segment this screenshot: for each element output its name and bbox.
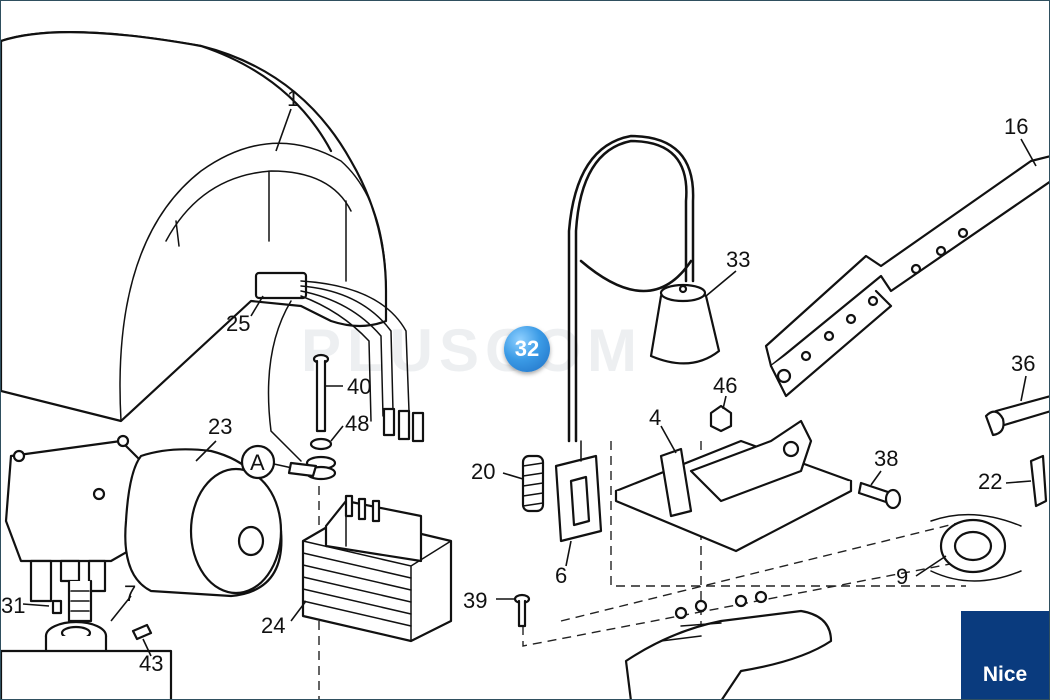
label-31: 31	[1, 593, 25, 618]
transformer-part	[301, 494, 453, 643]
bracket-22-part	[1029, 454, 1048, 508]
label-4: 4	[649, 405, 661, 430]
bolt-36-part	[984, 395, 1049, 437]
label-40: 40	[347, 374, 371, 399]
cap-part	[649, 283, 721, 365]
callout-a: A	[240, 444, 318, 480]
label-7: 7	[124, 581, 136, 606]
motor-cover-part	[1, 31, 388, 423]
label-24: 24	[261, 613, 285, 638]
label-36: 36	[1011, 351, 1035, 376]
part-labels: 1 16 33 25 40 48 46 4 36 23 38 20 22 24 …	[1, 86, 1035, 676]
base-4-part	[614, 419, 853, 553]
highlighted-part-32-badge[interactable]: 32	[504, 326, 550, 372]
screw-38-part	[857, 481, 902, 510]
label-22: 22	[978, 469, 1002, 494]
label-43: 43	[139, 651, 163, 676]
label-9: 9	[896, 564, 908, 589]
leader-lines	[22, 108, 1037, 657]
nut-46-part	[709, 404, 733, 433]
screw-39-part	[513, 593, 531, 628]
watermark-text: PLUSCOM	[301, 317, 643, 384]
gearmotor-part	[4, 434, 283, 623]
label-1: 1	[287, 86, 299, 111]
screw-43-part	[131, 623, 153, 641]
label-46: 46	[713, 373, 737, 398]
label-39: 39	[463, 588, 487, 613]
wiring-harness-part	[254, 271, 425, 462]
label-25: 25	[226, 311, 250, 336]
label-16: 16	[1004, 114, 1028, 139]
label-33: 33	[726, 247, 750, 272]
label-48: 48	[345, 411, 369, 436]
chain-carriage-part	[624, 590, 833, 699]
arm-16-part	[764, 155, 1049, 398]
spring-20-part	[521, 454, 545, 513]
label-23: 23	[208, 414, 232, 439]
callout-a-letter: A	[250, 450, 265, 475]
coupling-7-part	[1, 599, 173, 699]
label-20: 20	[471, 459, 495, 484]
nice-brand-logo: Nice	[961, 611, 1049, 699]
label-38: 38	[874, 446, 898, 471]
antenna-cable-part	[567, 134, 695, 443]
bracket-6-part	[554, 440, 603, 543]
sprocket-9-part	[930, 513, 1022, 582]
label-6: 6	[555, 563, 567, 588]
